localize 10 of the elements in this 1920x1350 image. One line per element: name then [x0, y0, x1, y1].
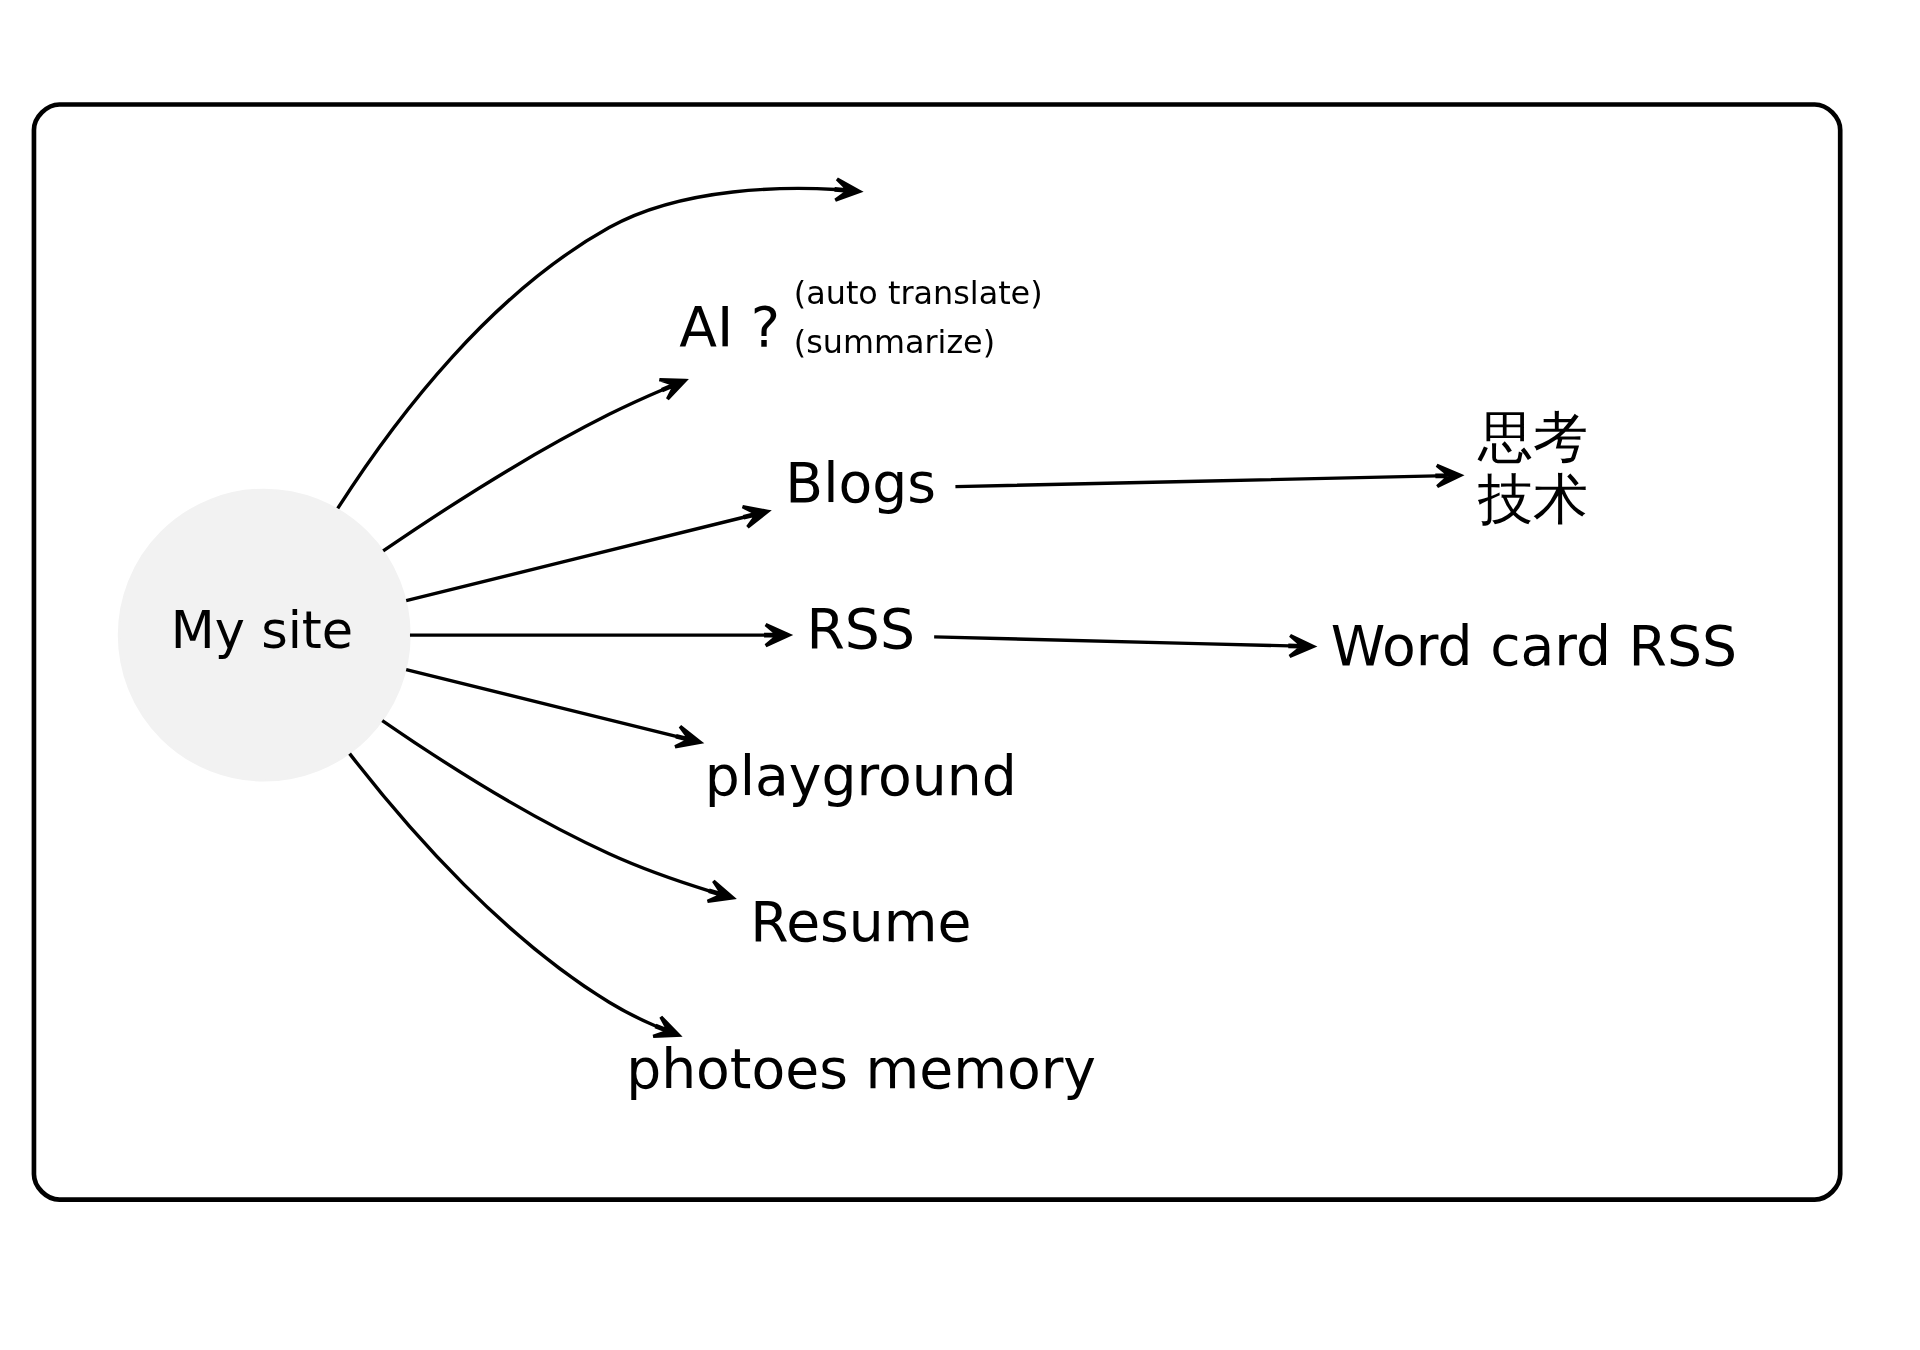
node-text: Word card RSS — [1330, 614, 1737, 679]
node-text: 思考 技术 — [1478, 405, 1589, 531]
node-label: (summarize) — [793, 322, 996, 361]
node-text: Blogs — [785, 451, 937, 516]
node-text: photoes memory — [626, 1036, 1097, 1101]
node-text: Resume — [750, 890, 972, 955]
node-text: playground — [704, 743, 1017, 808]
node-text: AI ? — [679, 295, 781, 360]
node-text: RSS — [806, 597, 915, 662]
node-label: (auto translate) — [793, 273, 1043, 312]
